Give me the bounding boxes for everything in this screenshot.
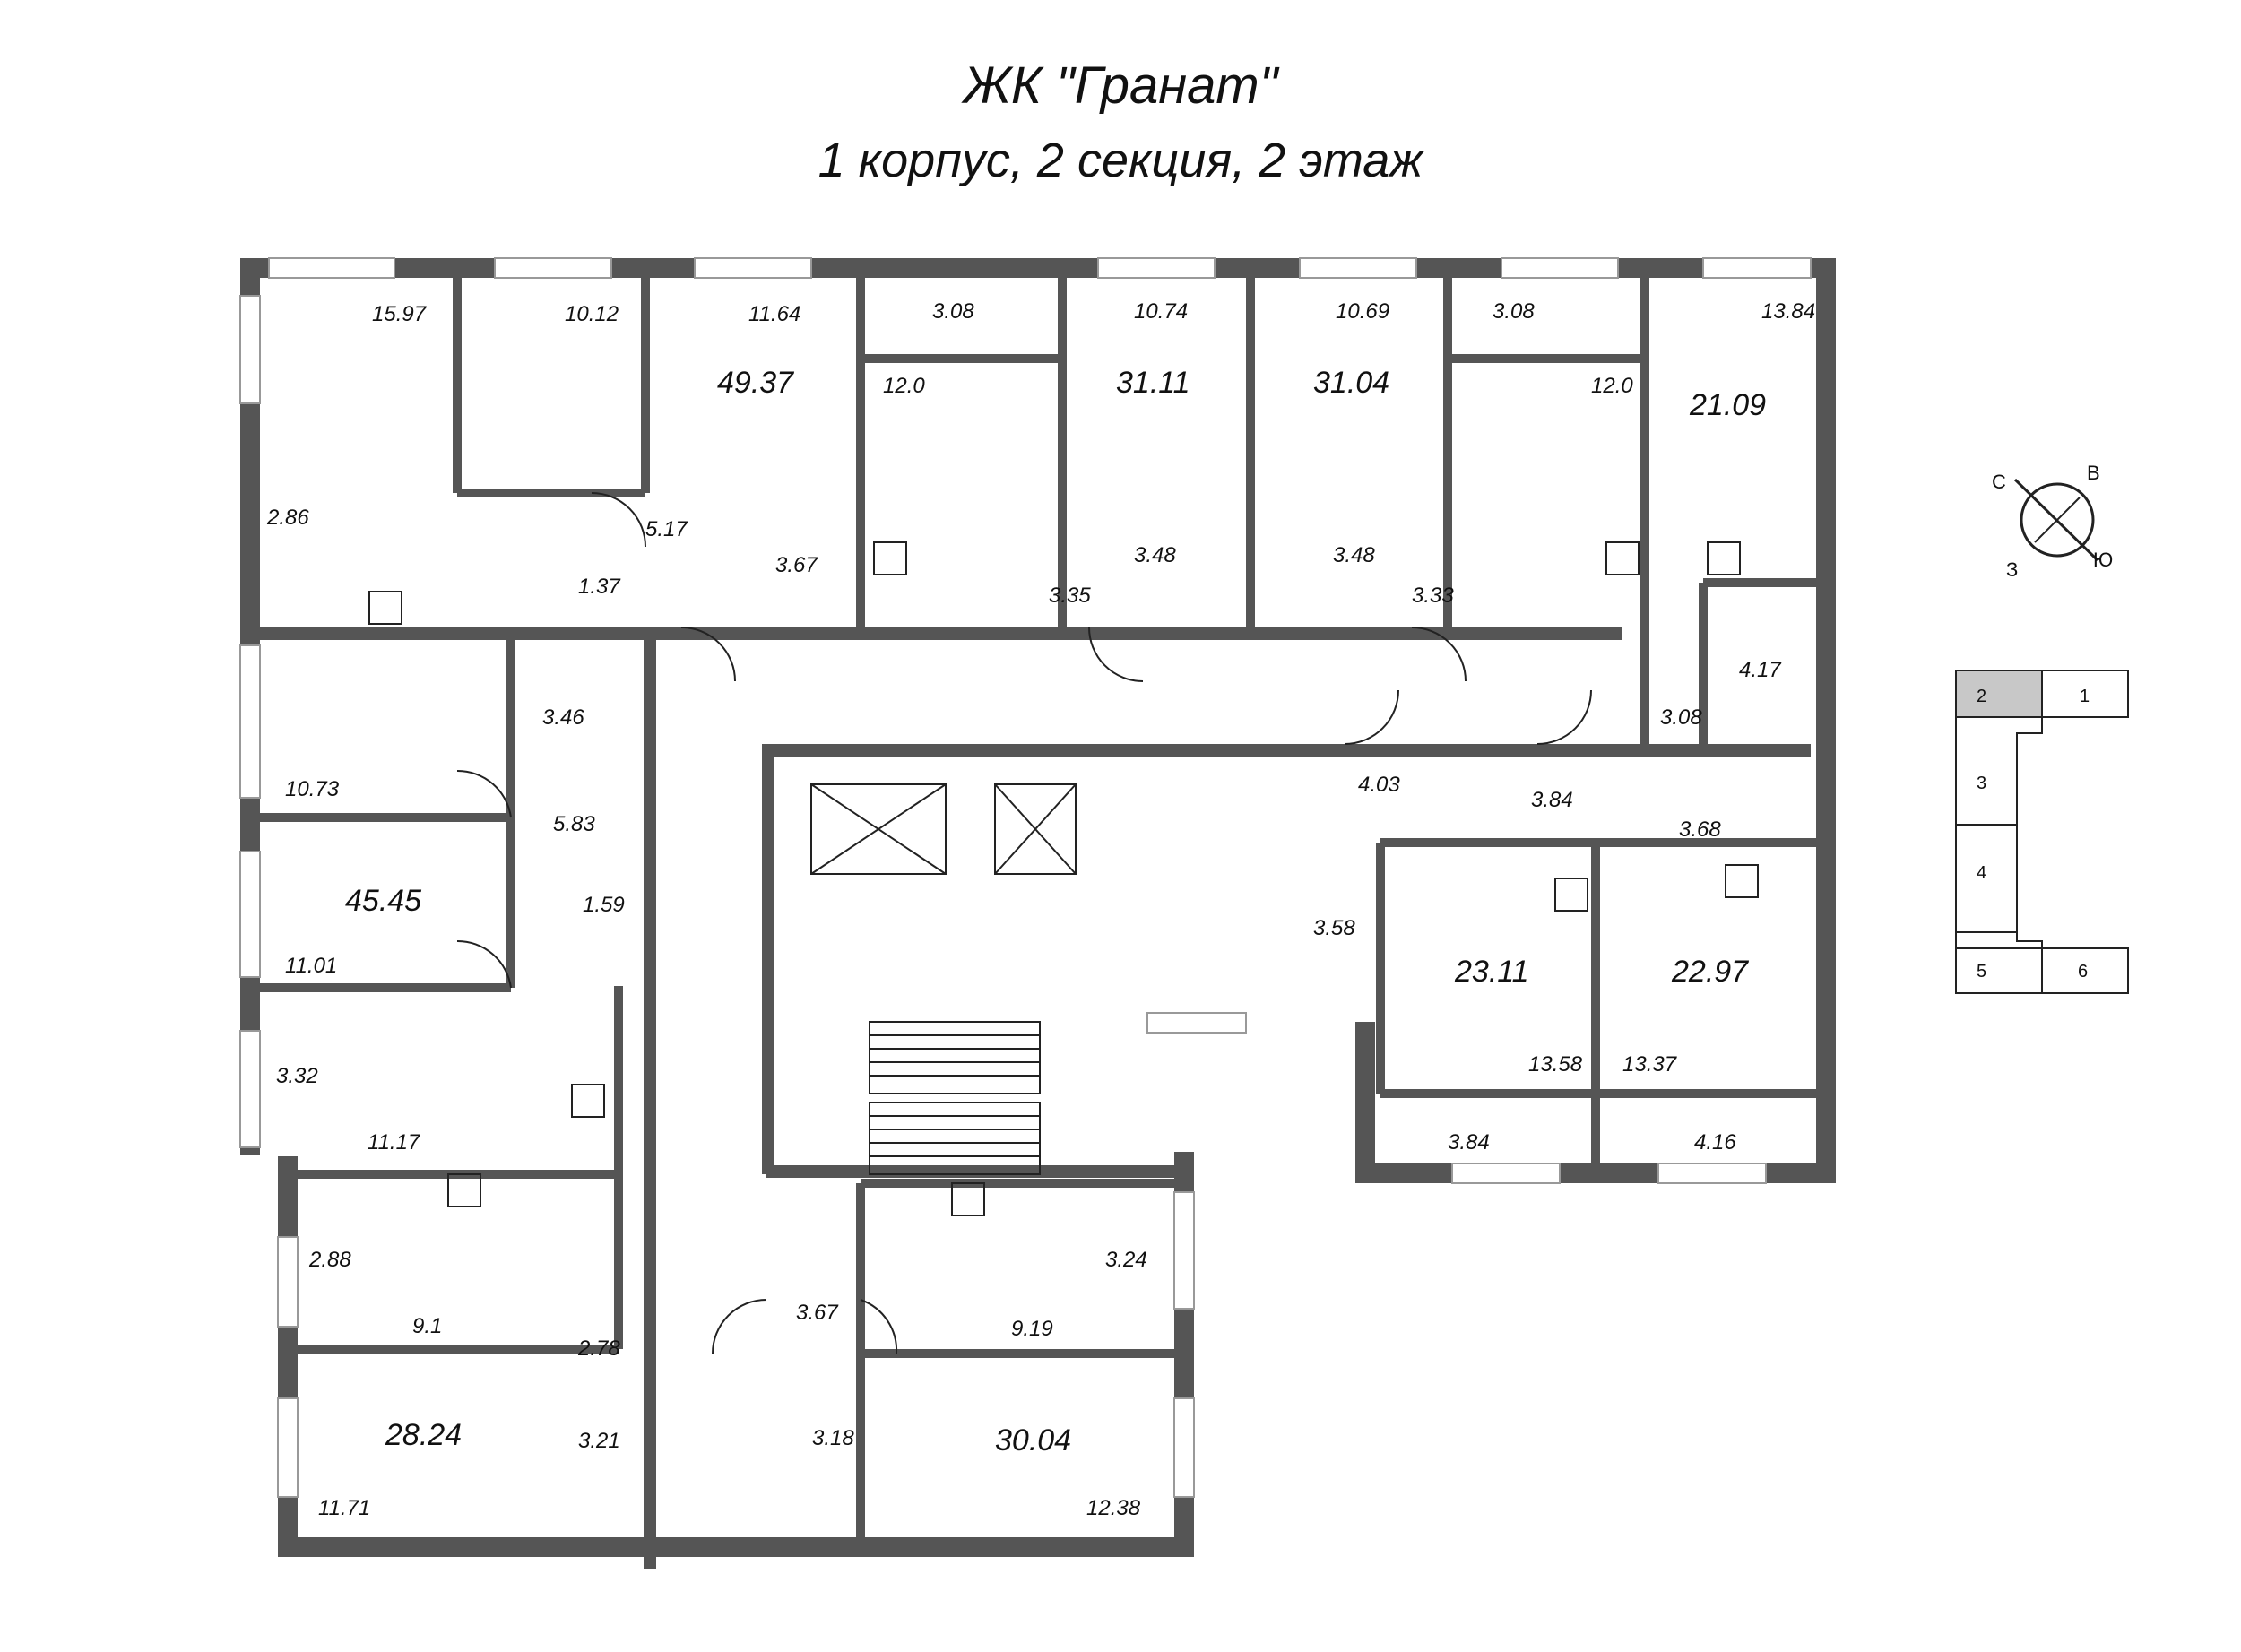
room-area: 11.01 [285,954,337,978]
elevators [810,783,1077,875]
compass: С В Ю З [1992,462,2113,581]
room-area: 11.17 [368,1130,421,1155]
room-area: 2.86 [266,506,309,530]
room-area: 4.03 [1358,773,1400,797]
room-area: 2.78 [577,1336,620,1361]
apartment-total-labels: 49.37 31.11 31.04 21.09 45.45 23.11 22.9… [345,366,1766,1457]
room-area: 1.59 [583,893,625,917]
room-area: 3.18 [812,1426,854,1450]
room-area: 3.08 [1660,705,1702,730]
apartment-total: 31.11 [1116,366,1190,400]
apartment-total: 49.37 [717,366,794,400]
room-area: 3.08 [932,299,974,324]
room-area: 1.37 [578,575,621,599]
room-area: 10.74 [1134,299,1188,324]
compass-east: В [2087,462,2100,484]
section-cell: 6 [2078,962,2088,982]
room-area: 10.69 [1336,299,1389,324]
apartment-total: 30.04 [995,1423,1071,1457]
room-area: 3.32 [276,1064,318,1088]
complex-title: ЖК "Гранат" [963,56,1278,115]
room-area: 2.88 [308,1248,351,1272]
room-area: 10.12 [565,302,619,326]
section-key: 2 1 3 4 5 6 [1955,670,2129,994]
room-area: 3.33 [1412,584,1454,608]
section-cell: 2 [1977,687,1986,706]
room-area: 3.08 [1493,299,1535,324]
apartment-total: 31.04 [1313,366,1389,400]
section-cell: 4 [1977,863,1986,883]
room-area: 12.0 [1591,374,1633,398]
room-area: 3.68 [1679,817,1721,842]
apartment-total: 22.97 [1671,955,1749,989]
room-area: 3.48 [1134,543,1176,567]
windows [239,257,1812,1498]
room-area: 3.84 [1531,788,1573,812]
room-area: 3.58 [1313,916,1355,940]
door-swings [456,492,1592,1354]
room-area: 13.37 [1622,1052,1678,1077]
section-cell: 5 [1977,962,1986,982]
room-area: 15.97 [372,302,428,326]
floor-subtitle: 1 корпус, 2 секция, 2 этаж [818,134,1423,187]
room-area: 11.64 [748,302,800,326]
room-area: 10.73 [285,777,340,801]
room-area: 5.83 [553,812,595,836]
room-area: 3.67 [775,553,818,577]
room-area: 3.24 [1105,1248,1147,1272]
room-area: 3.84 [1448,1130,1490,1155]
room-area: 12.0 [883,374,925,398]
stove-icons [368,541,1759,1216]
room-area: 9.1 [412,1314,442,1338]
apartment-total: 28.24 [385,1418,462,1452]
room-area: 5.17 [645,517,688,541]
section-cell: 3 [1977,774,1986,793]
room-area: 11.71 [318,1496,370,1520]
room-area: 12.38 [1086,1496,1141,1520]
room-area: 9.19 [1011,1317,1053,1341]
room-area: 3.35 [1049,584,1091,608]
apartment-total: 23.11 [1454,955,1529,989]
apartment-total: 21.09 [1689,388,1766,422]
room-area-labels: 15.97 10.12 11.64 3.08 10.74 10.69 3.08 … [266,299,1815,1520]
compass-north: С [1992,471,2006,493]
room-area: 13.58 [1528,1052,1583,1077]
room-area: 4.17 [1739,658,1782,682]
room-area: 3.21 [578,1429,620,1453]
stairs [869,1021,1041,1175]
section-key-highlight [1955,670,2043,718]
partitions [260,278,1816,1537]
room-area: 4.16 [1694,1130,1736,1155]
room-area: 13.84 [1761,299,1815,324]
room-area: 3.48 [1333,543,1375,567]
apartment-total: 45.45 [345,884,421,918]
section-cell: 1 [2080,687,2090,706]
compass-ring-icon [2020,482,2095,558]
compass-south: Ю [2093,549,2113,571]
room-area: 3.46 [542,705,584,730]
compass-west: З [2006,558,2018,581]
room-area: 3.67 [796,1301,839,1325]
